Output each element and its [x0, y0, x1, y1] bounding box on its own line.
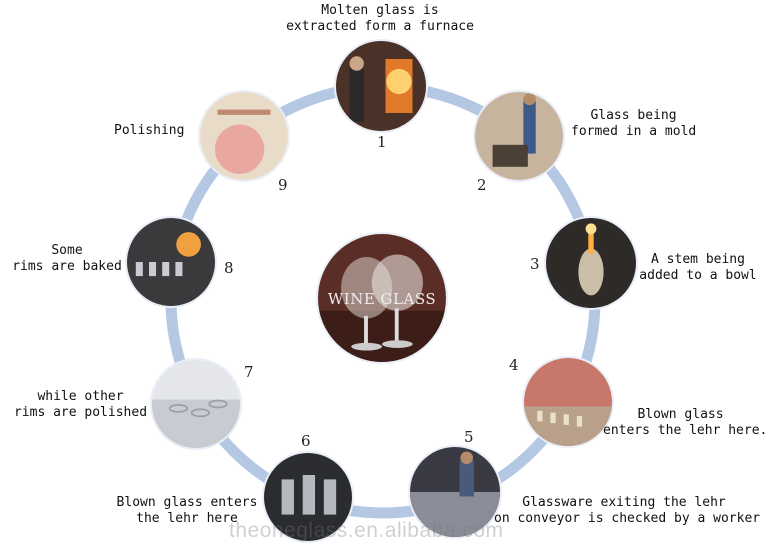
step-3-stem-photo: [546, 218, 636, 308]
step-9-caption: Polishing: [114, 123, 184, 139]
step-3-caption: A stem being added to a bowl: [638, 252, 758, 284]
step-6-number: 6: [301, 432, 311, 450]
step-8-rim-bake-photo: [127, 218, 215, 306]
step-4-lehr-photo: [524, 358, 612, 446]
step-1-caption: Molten glass is extracted form a furnace: [285, 3, 475, 35]
step-1-number: 1: [377, 133, 387, 151]
step-3-number: 3: [530, 255, 540, 273]
step-7-number: 7: [244, 363, 254, 381]
step-5-caption: Glassware exiting the lehr on conveyor i…: [494, 495, 754, 527]
step-7-caption: while other rims are polished: [8, 389, 153, 421]
step-9-number: 9: [278, 176, 288, 194]
step-8-number: 8: [224, 259, 234, 277]
step-8-caption: Some rims are baked: [8, 243, 126, 275]
step-5-number: 5: [464, 428, 474, 446]
step-2-number: 2: [477, 176, 487, 194]
step-4-caption: Blown glass enters the lehr here.: [603, 407, 758, 439]
step-4-number: 4: [509, 356, 519, 374]
step-2-caption: Glass being formed in a mold: [571, 108, 696, 140]
center-label: WINE GLASS: [318, 290, 446, 308]
step-2-mold-photo: [475, 92, 563, 180]
step-7-rim-polish-photo: [152, 360, 240, 448]
step-9-polishing-photo: [200, 92, 288, 180]
watermark: theoneglass.en.alibaba.com: [229, 519, 504, 543]
step-1-furnace-photo: [336, 41, 426, 131]
